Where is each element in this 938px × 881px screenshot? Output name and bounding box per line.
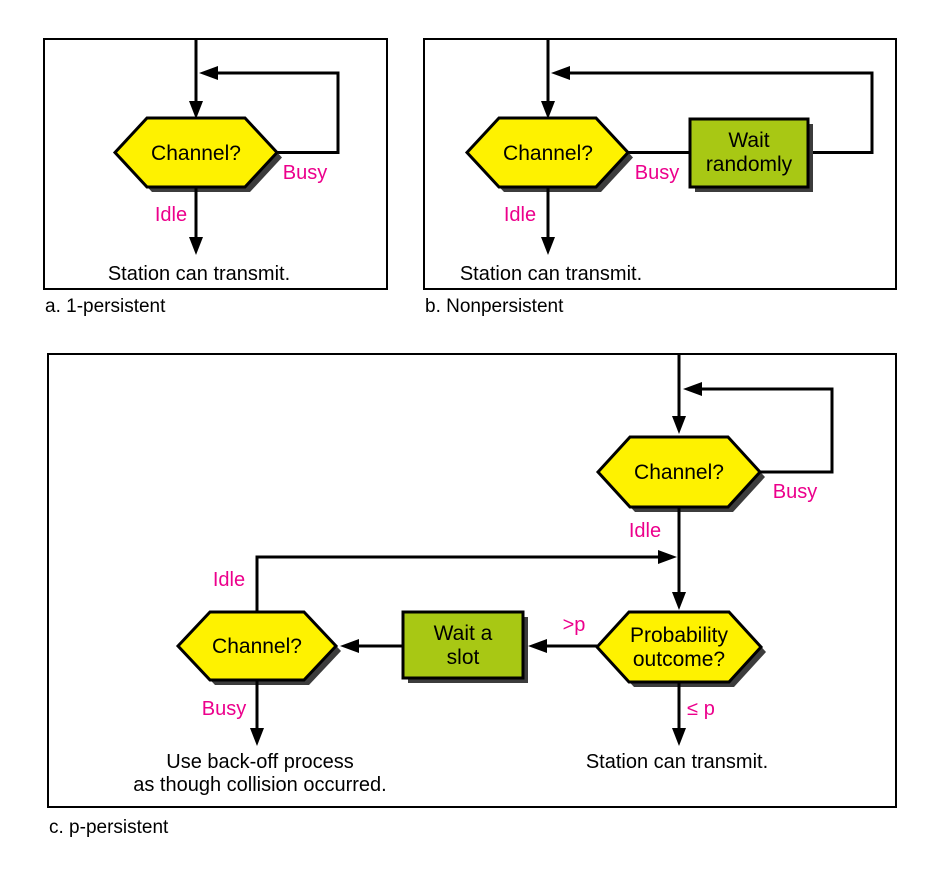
entry-arrowhead-icon — [189, 101, 203, 119]
probability-hexagon — [594, 610, 764, 684]
busy-loop-arrowhead-icon — [199, 66, 218, 80]
channel-top-hexagon — [595, 435, 763, 509]
busy-left-label: Busy — [202, 698, 246, 720]
channel-hexagon — [112, 116, 280, 189]
idle-left-label: Idle — [213, 569, 245, 591]
wait-slot-text-line1: Wait a — [434, 622, 493, 645]
greater-p-arrowhead-icon — [528, 639, 547, 653]
probability-text-line1: Probability — [630, 624, 729, 647]
busy-loop-line — [702, 387, 834, 474]
busy-loop-line — [218, 71, 340, 154]
panel-c-frame — [47, 353, 897, 808]
entry-arrowhead-icon — [672, 416, 686, 434]
wait-to-channel-arrowhead-icon — [340, 639, 359, 653]
wait-slot-box — [401, 610, 525, 680]
transmit-text: Station can transmit. — [108, 263, 290, 285]
channel-text: Channel? — [503, 142, 593, 165]
backoff-text-line1: Use back-off process — [166, 751, 354, 773]
greater-p-label: >p — [563, 614, 586, 636]
wait-randomly-box — [688, 117, 810, 189]
loop-line — [570, 71, 874, 154]
backoff-text-line2: as though collision occurred. — [133, 774, 386, 796]
channel-hexagon — [464, 116, 631, 189]
idle-label: Idle — [155, 204, 187, 226]
caption-1-persistent: a. 1-persistent — [45, 296, 166, 317]
wait-randomly-text-line1: Wait — [728, 129, 769, 152]
channel-left-hexagon — [175, 610, 339, 682]
panel-p-persistent: Channel? Busy Idle Idle Probability outc… — [47, 353, 897, 808]
wait-randomly-text-line2: randomly — [706, 153, 793, 176]
wait-slot-text-line2: slot — [447, 646, 480, 669]
channel-top-text: Channel? — [634, 461, 724, 484]
idle-arrowhead-icon — [189, 237, 203, 255]
transmit-text: Station can transmit. — [586, 751, 768, 773]
busy-left-arrowhead-icon — [250, 728, 264, 746]
busy-label: Busy — [283, 162, 327, 184]
entry-arrowhead-icon — [541, 101, 555, 119]
loop-arrowhead-icon — [551, 66, 570, 80]
panel-1-persistent: Channel? Busy Idle Station can transmit. — [43, 38, 388, 290]
idle-return-line — [255, 555, 658, 612]
idle-label: Idle — [504, 204, 536, 226]
channel-left-text: Channel? — [212, 635, 302, 658]
transmit-text: Station can transmit. — [460, 263, 642, 285]
idle-arrowhead-icon — [541, 237, 555, 255]
idle-return-arrowhead-icon — [658, 550, 677, 564]
busy-top-label: Busy — [773, 481, 817, 503]
channel-text: Channel? — [151, 142, 241, 165]
panel-nonpersistent: Channel? Busy Wait randomly Idle Station… — [423, 38, 897, 290]
less-equal-p-arrowhead-icon — [672, 728, 686, 746]
idle-top-label: Idle — [629, 520, 661, 542]
busy-label: Busy — [635, 162, 679, 184]
probability-text-line2: outcome? — [633, 648, 725, 671]
less-equal-p-label: ≤ p — [687, 698, 715, 720]
probability-entry-arrowhead-icon — [672, 592, 686, 610]
caption-nonpersistent: b. Nonpersistent — [425, 296, 564, 317]
caption-p-persistent: c. p-persistent — [49, 817, 169, 838]
busy-loop-arrowhead-icon — [683, 382, 702, 396]
